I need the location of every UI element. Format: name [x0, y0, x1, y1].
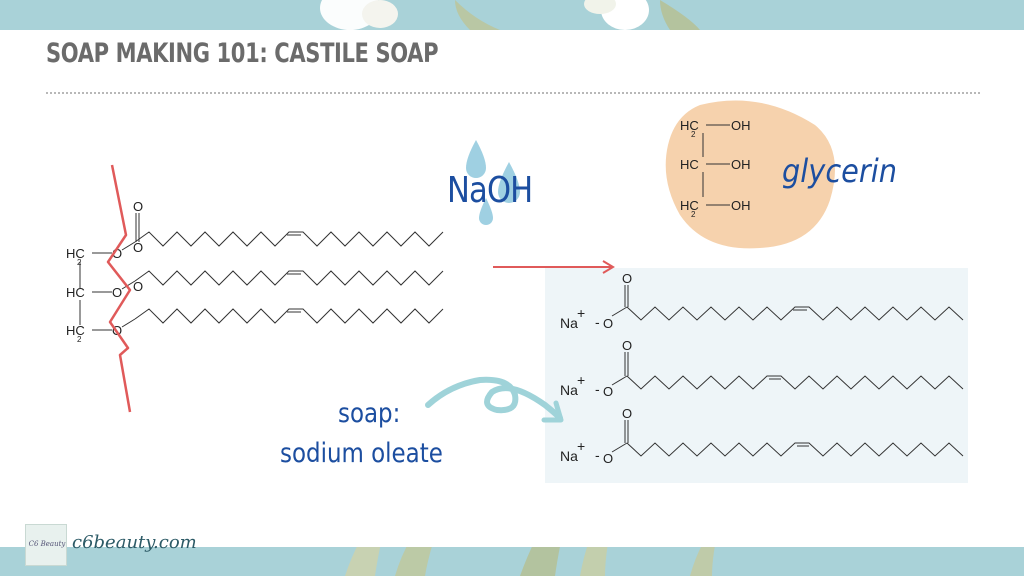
carbonyl-oxygen-2: O — [133, 240, 143, 255]
page-title: SOAP MAKING 101: CASTILE SOAP — [46, 38, 439, 69]
triglyceride-labels: HC 2 HC HC 2 O O O O O O — [66, 199, 143, 344]
soap-molecule-chains — [611, 285, 964, 457]
glycerin-label: glycerin — [782, 152, 897, 190]
glycerol-hydroxyl-2: OH — [731, 157, 751, 172]
oxide-oxygen-1: O — [603, 316, 613, 331]
glycerol-carbon-2: HC — [680, 157, 699, 172]
naoh-label: NaOH — [447, 170, 533, 211]
glycerol-hydroxyl-3: OH — [731, 198, 751, 213]
glycerol-molecule — [702, 124, 730, 206]
sodium-charge-2: + — [577, 372, 585, 388]
oxide-oxygen-3: O — [603, 451, 613, 466]
triglyceride-molecule — [79, 213, 444, 331]
brand-logo-text: C6 Beauty — [28, 540, 66, 548]
soap-molecule-labels: Na + - O O Na + - O O Na + - O O — [560, 271, 632, 466]
brand-logo: C6 Beauty — [25, 524, 67, 566]
water-droplet-icon — [466, 140, 520, 225]
site-url: c6beauty.com — [72, 532, 197, 553]
triglyceride-carbon-1: HC — [66, 246, 85, 261]
glycerol-hydroxyl-1: OH — [731, 118, 751, 133]
glycerol-sub-3: 2 — [691, 210, 696, 219]
glycerol-carbon-1: HC — [680, 118, 699, 133]
glycerol-sub-1: 2 — [691, 130, 696, 139]
title-divider — [46, 92, 980, 94]
carbonyl-oxygen-1: O — [133, 199, 143, 214]
triglyceride-carbon-2: HC — [66, 285, 85, 300]
glycerol-carbon-3: HC — [680, 198, 699, 213]
soap-carbonyl-oxygen-2: O — [622, 338, 632, 353]
reaction-arrow — [493, 260, 615, 274]
triglyceride-sub-3: 2 — [77, 335, 82, 344]
triglyceride-sub-1: 2 — [77, 258, 82, 267]
ester-oxygen-1: O — [112, 246, 122, 261]
sodium-charge-1: + — [577, 305, 585, 321]
sodium-oleate-label: sodium oleate — [280, 438, 443, 469]
glycerol-labels: HC 2 OH HC OH HC 2 OH — [680, 118, 751, 219]
sodium-cation-3: Na — [560, 448, 578, 464]
oxide-oxygen-2: O — [603, 384, 613, 399]
sodium-charge-3: + — [577, 438, 585, 454]
soap-label: soap: — [338, 398, 401, 429]
oxide-charge-2: - — [595, 381, 600, 397]
oxide-charge-3: - — [595, 447, 600, 463]
cleavage-line — [106, 164, 132, 413]
sodium-cation-1: Na — [560, 315, 578, 331]
soap-carbonyl-oxygen-1: O — [622, 271, 632, 286]
triglyceride-carbon-3: HC — [66, 323, 85, 338]
carbonyl-oxygen-3: O — [133, 279, 143, 294]
ester-oxygen-2: O — [112, 285, 122, 300]
sodium-cation-2: Na — [560, 382, 578, 398]
soap-carbonyl-oxygen-3: O — [622, 406, 632, 421]
oxide-charge-1: - — [595, 314, 600, 330]
flower-decor — [320, 0, 649, 30]
glycerin-blob — [665, 100, 835, 249]
soap-pointer-arrow — [425, 376, 564, 423]
